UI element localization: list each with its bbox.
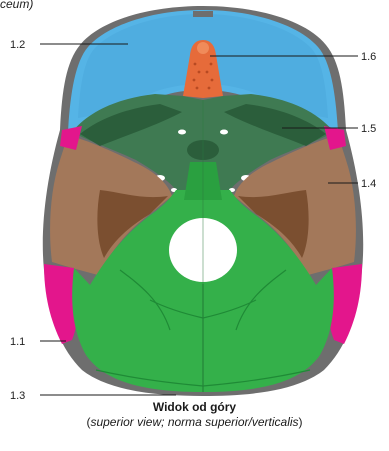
figure-caption: Widok od góry (superior view; norma supe… [0,400,389,429]
caption-subtitle-italic: superior view; norma superior/verticalis [90,415,298,429]
top-notch [193,11,213,17]
caption-subtitle: (superior view; norma superior/verticali… [0,415,389,429]
label-1-5: 1.5 [361,123,376,135]
label-1-6: 1.6 [361,51,376,63]
caption-close-paren: ) [299,415,303,429]
label-1-2: 1.2 [10,39,25,51]
crista-galli [197,42,209,54]
label-1-1: 1.1 [10,336,25,348]
caption-title: Widok od góry [0,400,389,414]
label-1-4: 1.4 [361,178,376,190]
